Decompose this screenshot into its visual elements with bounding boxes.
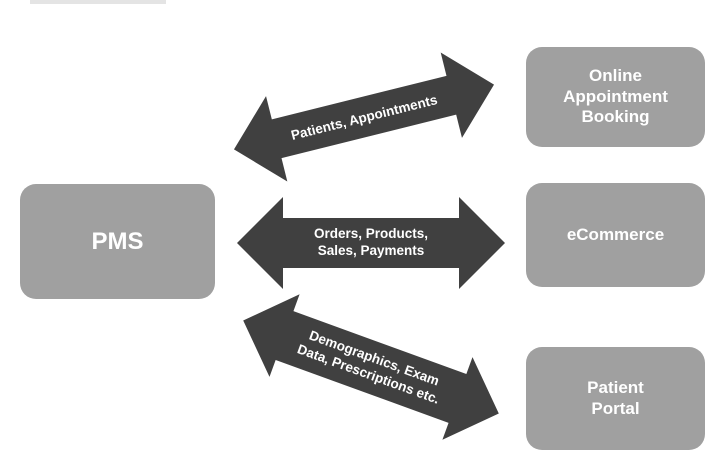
arrow-patients-appointments: Patients, Appointments — [233, 52, 495, 182]
arrow-shape-orders-products — [237, 197, 505, 289]
patient-portal-box: Patient Portal — [526, 347, 705, 450]
ecommerce-box: eCommerce — [526, 183, 705, 287]
arrow-shape-demographics-exam — [243, 294, 499, 440]
pms-label: PMS — [91, 227, 144, 255]
arrow-orders-products: Orders, Products, Sales, Payments — [237, 197, 505, 289]
arrow-demographics-exam: Demographics, Exam Data, Prescriptions e… — [243, 294, 499, 440]
online-appointment-booking-label: Online Appointment Booking — [563, 65, 668, 127]
top-divider-bar — [30, 0, 166, 4]
arrow-label-orders-products-line2: Sales, Payments — [318, 243, 425, 258]
patient-portal-label: Patient Portal — [587, 377, 644, 418]
pms-box: PMS — [20, 184, 215, 299]
ecommerce-label: eCommerce — [566, 224, 665, 244]
arrow-shape-patients-appointments — [233, 52, 495, 182]
arrow-label-orders-products-line1: Orders, Products, — [314, 226, 428, 241]
online-appointment-booking-box: Online Appointment Booking — [526, 47, 705, 147]
